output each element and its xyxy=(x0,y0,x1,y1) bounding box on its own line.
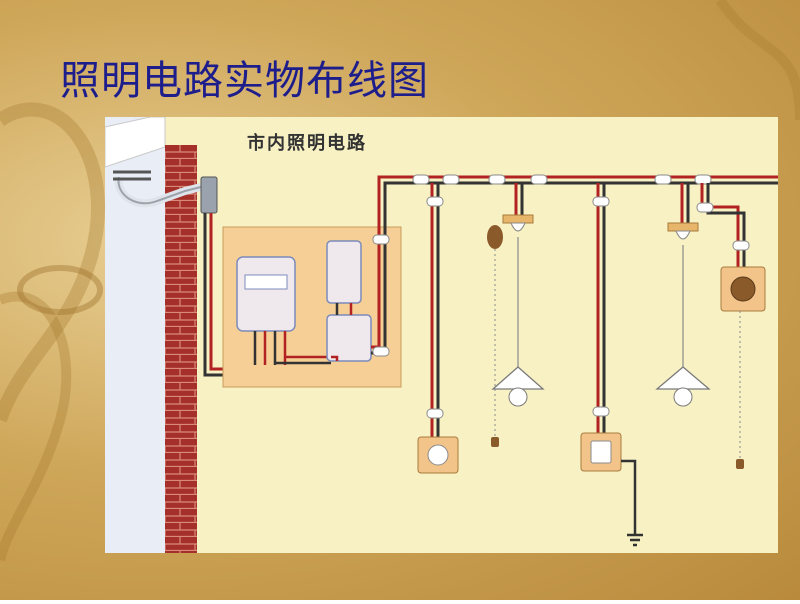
switch-plate xyxy=(590,440,612,464)
diagram-caption: 市内照明电路 xyxy=(247,133,367,154)
wire-clip xyxy=(732,240,750,251)
meter-display xyxy=(244,274,288,290)
light-bulb-2 xyxy=(673,387,693,407)
wire-clip xyxy=(696,202,714,213)
wire-clip xyxy=(530,174,548,185)
pull-knob-2 xyxy=(736,459,744,469)
fuse-feed-live xyxy=(331,355,339,361)
brick-wall xyxy=(165,145,197,553)
wire-clip xyxy=(592,406,610,417)
pull-switch-1 xyxy=(487,225,503,249)
light-bulb-1 xyxy=(508,387,528,407)
lamp-shade-2 xyxy=(655,366,711,390)
lamp-holder-1 xyxy=(510,222,526,232)
wire-clip xyxy=(654,174,672,185)
ground-wire xyxy=(621,459,637,535)
wire-clip xyxy=(592,196,610,207)
entrance-fitting xyxy=(200,176,218,214)
wire-clip xyxy=(372,346,390,357)
pull-knob-1 xyxy=(491,437,499,447)
wire-clip xyxy=(372,234,390,245)
lamp-holder-2 xyxy=(675,230,691,240)
wiring-diagram-drawing xyxy=(105,117,778,553)
entrance-conduit-outline xyxy=(117,176,202,205)
wire-clip xyxy=(412,174,430,185)
lamp-shade-1 xyxy=(491,366,545,390)
ceiling-rose-2 xyxy=(667,222,699,232)
bell-button xyxy=(730,276,756,302)
wire-clip xyxy=(488,174,506,185)
roof-eave xyxy=(105,117,166,168)
wire-clip xyxy=(442,174,460,185)
wiring-diagram: 市内照明电路 xyxy=(105,117,778,553)
knife-switch xyxy=(326,240,362,304)
electric-meter xyxy=(236,256,296,332)
wire-clip xyxy=(426,196,444,207)
bell-drop-live xyxy=(700,183,740,267)
socket-face xyxy=(427,444,449,466)
wire-clip xyxy=(694,174,712,185)
wire-clip xyxy=(426,408,444,419)
exterior-wall xyxy=(105,117,165,553)
slide-title: 照明电路实物布线图 xyxy=(60,58,429,104)
fuse-box xyxy=(326,314,372,362)
bell-drop-neutral xyxy=(706,183,746,267)
ceiling-rose-1 xyxy=(502,214,534,224)
